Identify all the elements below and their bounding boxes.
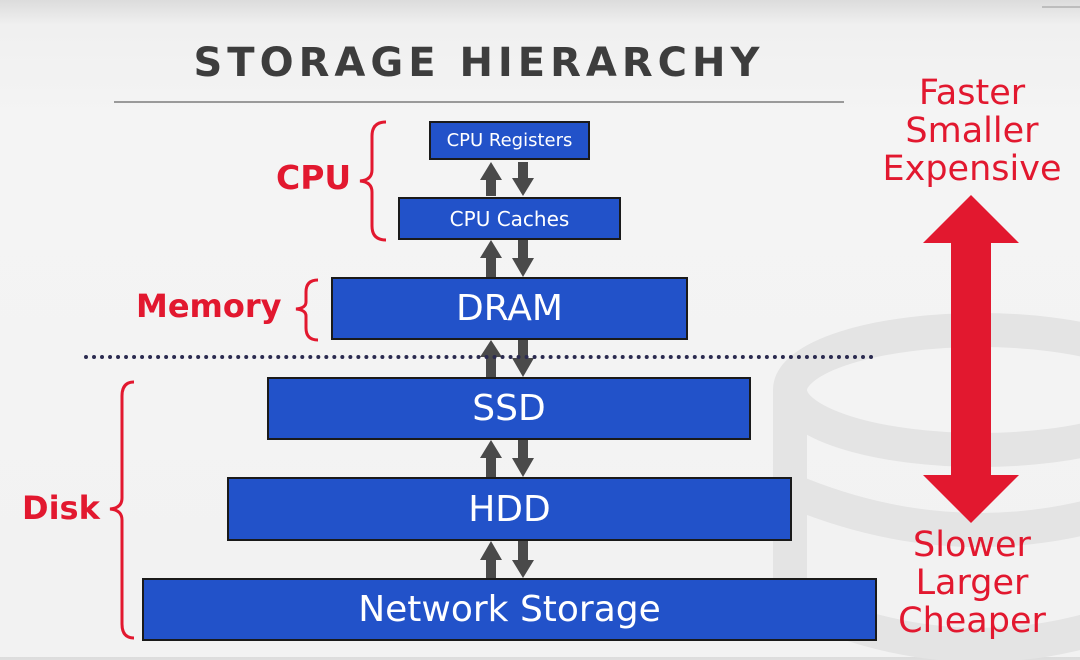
dram-box: DRAM xyxy=(331,277,688,340)
corner-rule xyxy=(1042,6,1080,8)
arrows-hdd-network xyxy=(480,541,534,578)
cpu-group-label: CPU xyxy=(276,158,352,197)
arrows-ssd-hdd xyxy=(480,440,534,477)
expensive-label: Expensive xyxy=(882,149,1062,189)
ssd-label: SSD xyxy=(472,388,546,429)
faster-side-text: Faster Smaller Expensive xyxy=(872,74,1072,188)
cpu-registers-label: CPU Registers xyxy=(446,130,573,151)
memory-disk-separator xyxy=(84,355,874,359)
hdd-label: HDD xyxy=(468,488,551,530)
dram-label: DRAM xyxy=(456,288,563,329)
cpu-caches-label: CPU Caches xyxy=(449,206,570,231)
speed-cost-double-arrow xyxy=(923,195,1019,523)
cpu-registers-box: CPU Registers xyxy=(429,121,590,160)
memory-group-label: Memory xyxy=(136,287,282,325)
title-underline xyxy=(114,101,844,103)
memory-brace xyxy=(295,278,319,342)
page-title: STORAGE HIERARCHY xyxy=(193,40,765,86)
larger-label: Larger xyxy=(915,563,1029,603)
network-storage-label: Network Storage xyxy=(358,589,661,630)
ssd-box: SSD xyxy=(267,377,751,440)
cpu-caches-box: CPU Caches xyxy=(398,197,621,240)
network-storage-box: Network Storage xyxy=(142,578,877,641)
smaller-label: Smaller xyxy=(905,111,1039,151)
arrows-registers-caches xyxy=(480,162,534,196)
disk-brace xyxy=(109,380,135,640)
disk-group-label: Disk xyxy=(22,489,100,527)
slower-label: Slower xyxy=(913,525,1031,565)
cheaper-label: Cheaper xyxy=(898,601,1046,641)
faster-label: Faster xyxy=(918,73,1026,113)
hdd-box: HDD xyxy=(227,477,792,541)
arrows-caches-dram xyxy=(480,240,534,277)
cpu-brace xyxy=(359,120,387,242)
slower-side-text: Slower Larger Cheaper xyxy=(872,526,1072,640)
